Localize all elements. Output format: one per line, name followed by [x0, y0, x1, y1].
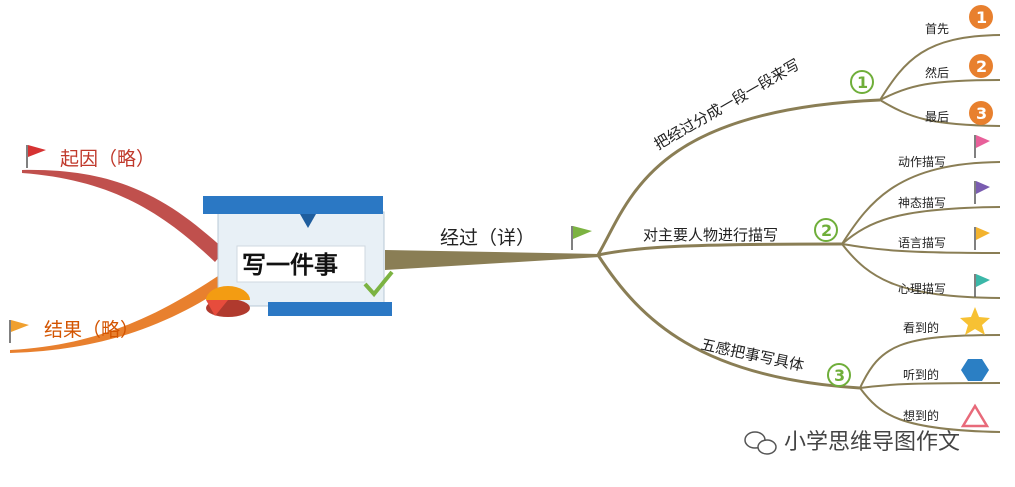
- leaf-first-line: [879, 34, 1001, 101]
- svg-text:3: 3: [834, 366, 845, 385]
- checkmark-icon: [363, 270, 394, 298]
- leaf-see-label: 看到的: [903, 320, 939, 335]
- branch-result-label: 结果（略）: [44, 319, 139, 341]
- hexagon-icon: [961, 359, 989, 381]
- leaf-expression-line: [841, 206, 1001, 245]
- leaf-think-label: 想到的: [903, 408, 939, 423]
- branch-characters-line: [597, 242, 843, 257]
- svg-text:1: 1: [976, 8, 987, 27]
- orange-flag-icon: [9, 320, 29, 343]
- red-flag-icon: [26, 145, 46, 168]
- branch-main-label: 经过（详）: [440, 227, 535, 249]
- branch-cause-label: 起因（略）: [60, 148, 155, 170]
- center-title: 写一件事: [242, 251, 338, 279]
- leaf-psychology-line: [841, 243, 1001, 299]
- leaf-first-label: 首先: [925, 22, 949, 36]
- number-1-icon: 1: [969, 5, 993, 29]
- watermark-text: 小学思维导图作文: [784, 430, 960, 455]
- star-icon: [960, 307, 990, 335]
- svg-text:1: 1: [857, 73, 868, 92]
- green-flag-icon: [571, 226, 592, 250]
- branch-cause-line: [22, 169, 225, 262]
- leaf-speech-label: 语言描写: [898, 236, 946, 250]
- number-3-icon: 3: [969, 101, 993, 125]
- number-1-badge: 1: [850, 70, 874, 94]
- number-3-badge: 3: [827, 363, 851, 387]
- yellow-flag-icon: [974, 227, 990, 250]
- center-topic: 写一件事: [203, 196, 394, 317]
- leaf-action-line: [841, 161, 1001, 245]
- svg-text:2: 2: [821, 221, 832, 240]
- branch-segments-line: [596, 98, 881, 256]
- pink-flag-icon: [974, 135, 990, 158]
- branch-segments-label: 把经过分成一段一段来写: [651, 55, 803, 153]
- leaf-expression-label: 神态描写: [898, 196, 946, 210]
- leaf-see-line: [859, 334, 1001, 389]
- leaf-think-line: [859, 387, 1001, 433]
- leaf-last-line: [879, 99, 1001, 127]
- purple-flag-icon: [974, 181, 990, 204]
- leaf-then-label: 然后: [925, 65, 949, 80]
- leaf-speech-line: [841, 243, 1001, 254]
- branch-senses-line: [596, 254, 861, 390]
- number-2-icon: 2: [969, 54, 993, 78]
- branch-senses-label: 五感把事写具体: [699, 335, 805, 374]
- teal-flag-icon: [974, 274, 990, 297]
- number-2-badge: 2: [814, 218, 838, 242]
- leaf-hear-line: [859, 382, 1001, 389]
- wechat-logo-icon: [744, 431, 777, 455]
- triangle-icon: [960, 403, 990, 428]
- branch-main-trunk: [385, 250, 600, 270]
- leaf-last-label: 最后: [925, 110, 949, 124]
- svg-text:2: 2: [976, 57, 987, 76]
- leaf-hear-label: 听到的: [903, 367, 939, 382]
- leaf-action-label: 动作描写: [898, 155, 946, 169]
- branch-characters-label: 对主要人物进行描写: [643, 226, 778, 244]
- svg-text:3: 3: [976, 104, 987, 123]
- pie-chart-icon: [206, 286, 250, 317]
- leaf-then-line: [879, 79, 1001, 101]
- leaf-psychology-label: 心理描写: [898, 282, 946, 296]
